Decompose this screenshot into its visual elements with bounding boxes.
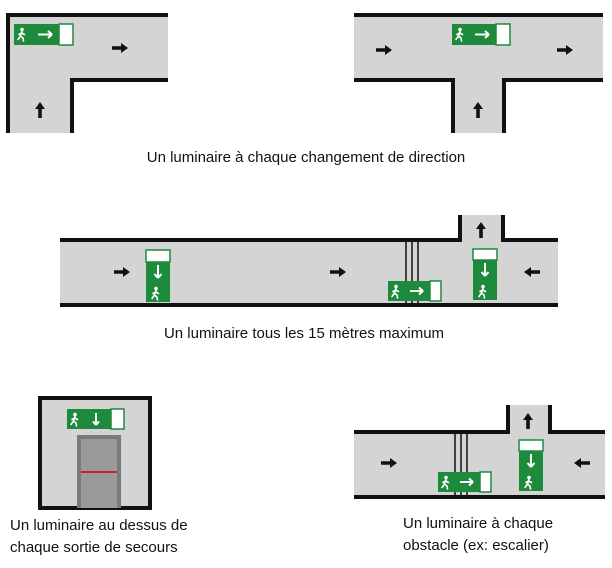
- exit-sign: [145, 249, 171, 302]
- direction-arrow-right: [114, 267, 130, 277]
- exit-sign: [452, 23, 511, 46]
- direction-arrow-up: [523, 413, 533, 429]
- exit-sign: [472, 248, 498, 300]
- exit-sign: [518, 439, 544, 491]
- corridor-wall: [6, 13, 168, 133]
- direction-arrow-right: [330, 267, 346, 277]
- direction-arrow-left: [574, 458, 590, 468]
- panel-obstacle: [354, 405, 605, 499]
- caption-above-exit-line1: Un luminaire au dessus de: [10, 517, 188, 534]
- caption-direction-change: Un luminaire à chaque changement de dire…: [147, 149, 466, 166]
- direction-arrow-left: [524, 267, 540, 277]
- caption-obstacle-line1: Un luminaire à chaque: [403, 515, 553, 532]
- corridor-wall: [354, 13, 603, 133]
- caption-above-exit-line2: chaque sortie de secours: [10, 539, 178, 556]
- caption-obstacle-line2: obstacle (ex: escalier): [403, 537, 549, 554]
- exit-door: [77, 435, 121, 508]
- panel-t-junction: [354, 13, 603, 133]
- direction-arrow-right: [381, 458, 397, 468]
- exit-sign: [67, 408, 125, 430]
- direction-arrow-up: [476, 222, 486, 238]
- panel-corner-l: [6, 13, 168, 133]
- panel-long-corridor: [60, 215, 558, 307]
- corridor-wall: [60, 215, 558, 307]
- direction-arrow-up: [35, 102, 45, 118]
- exit-sign: [14, 23, 74, 46]
- direction-arrow-right: [112, 43, 128, 53]
- direction-arrow-right: [376, 45, 392, 55]
- direction-arrow-right: [557, 45, 573, 55]
- panel-exit-door: [38, 396, 152, 510]
- corridor-floor: [354, 15, 603, 133]
- direction-arrow-up: [473, 102, 483, 118]
- caption-every-15m: Un luminaire tous les 15 mètres maximum: [164, 325, 444, 342]
- exit-sign: [388, 280, 442, 302]
- corridor-wall: [354, 405, 605, 499]
- exit-sign: [438, 471, 492, 493]
